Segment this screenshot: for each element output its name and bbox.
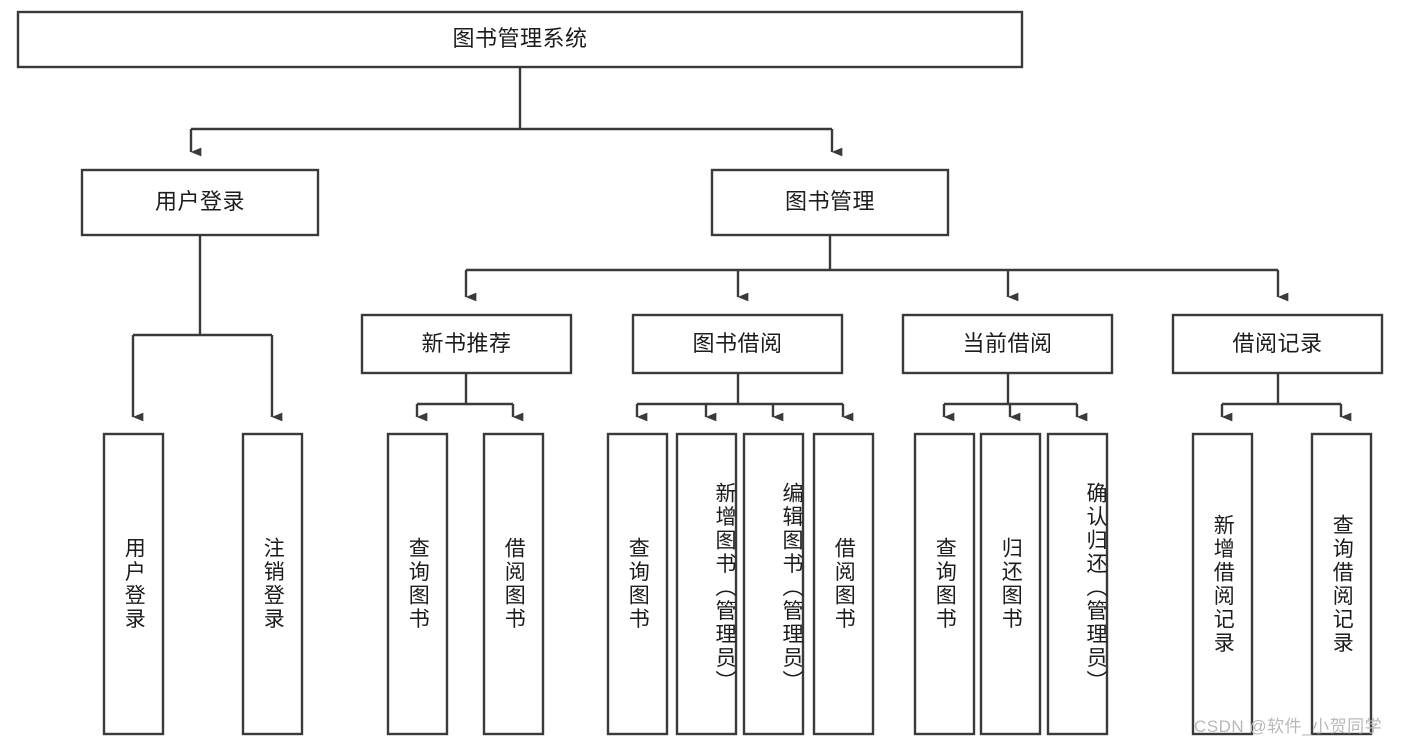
node-box-leaf-query-book-c[interactable]: [913, 432, 976, 736]
node-box-leaf-return-book[interactable]: [979, 432, 1042, 736]
node-box-leaf-borrow-book-a[interactable]: [482, 432, 545, 736]
node-box-leaf-confirm-return-admin[interactable]: [1046, 432, 1109, 736]
node-box-new-book-rec[interactable]: [360, 313, 573, 375]
node-box-leaf-user-login[interactable]: [102, 432, 165, 736]
node-box-root[interactable]: [16, 10, 1024, 69]
node-box-borrow-record[interactable]: [1171, 313, 1384, 375]
node-box-book-borrow[interactable]: [631, 313, 844, 375]
node-box-current-borrow[interactable]: [901, 313, 1114, 375]
node-box-leaf-query-book-b[interactable]: [606, 432, 669, 736]
node-box-leaf-add-record[interactable]: [1191, 432, 1254, 736]
node-box-leaf-borrow-book-b[interactable]: [812, 432, 875, 736]
node-box-user-login[interactable]: [80, 168, 320, 237]
node-box-leaf-edit-book-admin[interactable]: [742, 432, 805, 736]
node-box-leaf-query-book-a[interactable]: [386, 432, 449, 736]
node-box-book-manage[interactable]: [710, 168, 950, 237]
node-box-leaf-add-book-admin[interactable]: [675, 432, 738, 736]
csdn-watermark: CSDN @软件_小贺同学: [1194, 717, 1383, 736]
node-box-leaf-query-record[interactable]: [1310, 432, 1373, 736]
node-box-leaf-logout[interactable]: [241, 432, 304, 736]
